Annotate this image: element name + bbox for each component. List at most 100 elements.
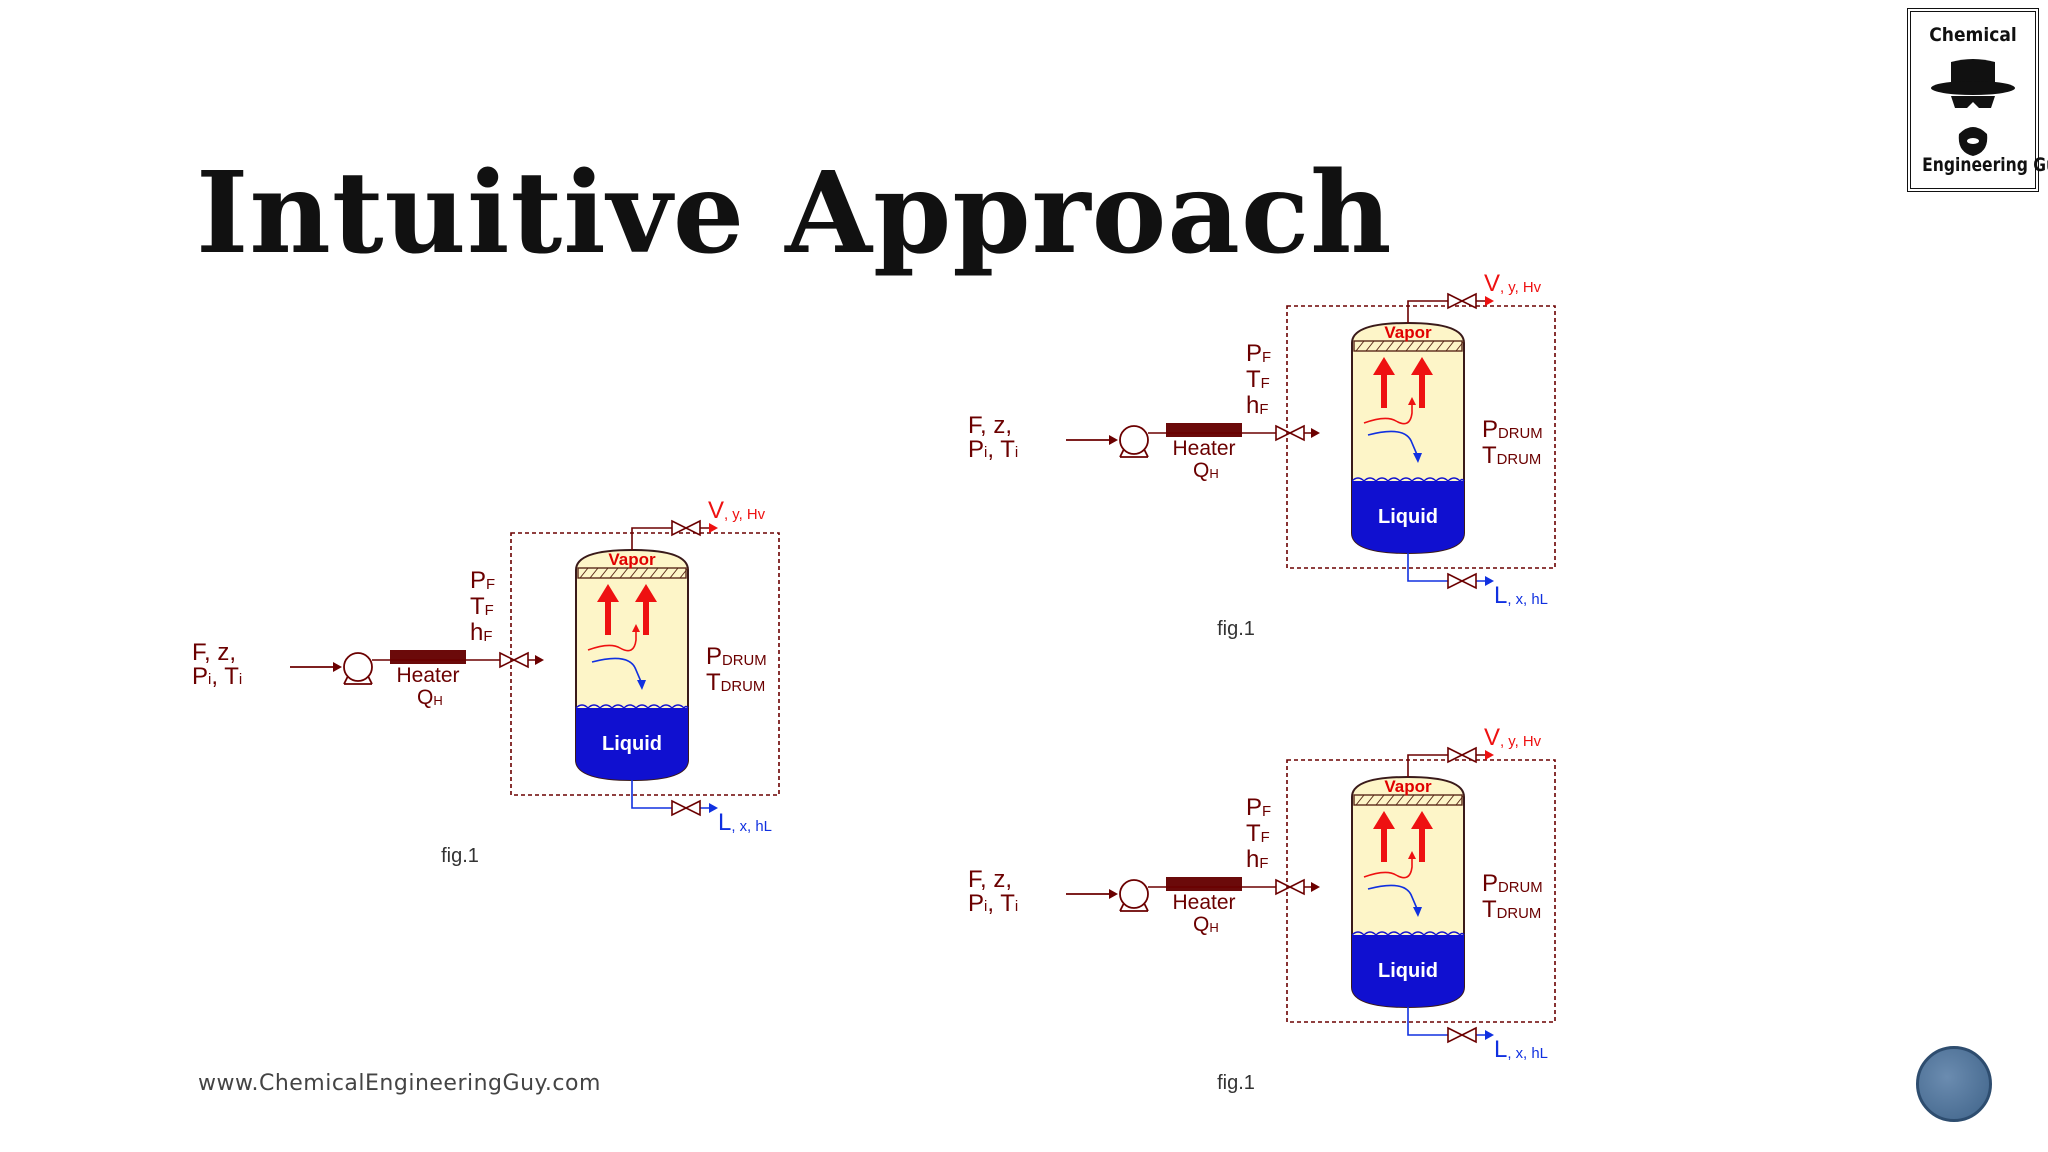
demister-hatch <box>1425 340 1435 352</box>
heater-label: Heater <box>1172 891 1235 914</box>
feed-label-line2: Pi, Ti <box>192 663 242 690</box>
vapor-swirl <box>1363 403 1413 425</box>
liquid-outlet-arrow <box>1485 576 1494 586</box>
liquid-outlet-label: L, x, hL <box>1494 1036 1548 1063</box>
liquid-surface <box>1351 931 1465 937</box>
liquid-region <box>576 708 688 780</box>
inlet-arrow <box>1311 428 1320 438</box>
demister-hatch <box>639 567 649 579</box>
demister-hatch <box>1445 794 1455 806</box>
liquid-label: Liquid <box>1378 960 1438 982</box>
heater-bar <box>1166 877 1242 891</box>
demister-hatch <box>1375 794 1385 806</box>
vapor-outlet-arrow <box>1485 296 1494 306</box>
vapor-rise-arrowhead <box>1373 357 1395 375</box>
vapor-outlet-arrow <box>709 523 718 533</box>
vapor-swirl <box>1363 857 1413 879</box>
demister-hatch <box>1395 340 1405 352</box>
vapor-rise-arrowhead <box>1411 357 1433 375</box>
liquid-valve-icon <box>671 799 701 817</box>
liquid-swirl-head <box>1413 907 1422 917</box>
brand-logo: Chemical Engineering Guy <box>1907 8 2048 192</box>
pf-label: PF <box>1246 340 1271 367</box>
liquid-label: Liquid <box>1378 506 1438 528</box>
p-drum-label: PDRUM <box>1482 870 1543 897</box>
feed-arrow <box>1109 435 1118 445</box>
vapor-valve-icon <box>1447 292 1477 310</box>
vapor-swirl-head <box>632 624 640 632</box>
demister-pad <box>1353 340 1463 352</box>
demister-hatch <box>1415 794 1425 806</box>
heat-duty-label: QH <box>417 686 443 709</box>
inlet-arrow <box>1311 882 1320 892</box>
feed-arrow <box>1109 889 1118 899</box>
tf-label: TF <box>1246 820 1270 847</box>
vapor-label: Vapor <box>1384 777 1432 796</box>
demister-pad <box>1353 794 1463 806</box>
liquid-swirl <box>1367 430 1419 458</box>
vapor-swirl-head <box>1408 397 1416 405</box>
logo-top-text: Chemical <box>1929 24 2017 46</box>
p-drum-label: PDRUM <box>706 643 767 670</box>
demister-hatch <box>679 567 689 579</box>
heater-bar <box>390 650 466 664</box>
demister-hatch <box>1405 340 1415 352</box>
vapor-valve-icon <box>1447 746 1477 764</box>
pump-base <box>343 675 373 685</box>
vapor-outlet-label: V, y, Hv <box>708 497 766 524</box>
slide-nav-button[interactable] <box>1916 1046 1992 1122</box>
vapor-swirl-head <box>1408 851 1416 859</box>
demister-hatch <box>599 567 609 579</box>
vapor-swirl <box>587 630 637 652</box>
pf-label: PF <box>1246 794 1271 821</box>
liquid-surface <box>1351 477 1465 483</box>
feed-label-line1: F, z, <box>192 639 236 666</box>
demister-hatch <box>1425 794 1435 806</box>
pump-base <box>1119 448 1149 458</box>
control-volume-box <box>510 532 780 796</box>
liquid-outlet-arrow <box>1485 1030 1494 1040</box>
demister-hatch <box>609 567 619 579</box>
demister-hatch <box>1445 340 1455 352</box>
vapor-outlet-label: V, y, Hv <box>1484 724 1542 751</box>
vapor-rise-arrowhead <box>635 584 657 602</box>
vapor-outlet-arrow <box>1485 750 1494 760</box>
demister-hatch <box>1355 340 1365 352</box>
demister-pad <box>577 567 687 579</box>
heater-label: Heater <box>396 664 459 687</box>
vapor-outlet-label: V, y, Hv <box>1484 270 1542 297</box>
heater-bar <box>1166 423 1242 437</box>
inlet-valve-icon <box>499 651 529 669</box>
liquid-surface <box>575 704 689 710</box>
inlet-valve-icon <box>1275 424 1305 442</box>
demister-hatch <box>1385 340 1395 352</box>
website-url: www.ChemicalEngineeringGuy.com <box>198 1071 601 1096</box>
heat-duty-label: QH <box>1193 459 1219 482</box>
demister-hatch <box>1385 794 1395 806</box>
demister-hatch <box>589 567 599 579</box>
feed-arrow <box>333 662 342 672</box>
demister-hatch <box>1435 340 1445 352</box>
hf-label: hF <box>1246 846 1268 873</box>
liquid-label: Liquid <box>602 733 662 755</box>
t-drum-label: TDRUM <box>1482 896 1541 923</box>
demister-hatch <box>669 567 679 579</box>
tf-label: TF <box>470 593 494 620</box>
demister-hatch <box>1395 794 1405 806</box>
demister-hatch <box>1355 794 1365 806</box>
demister-hatch <box>1455 794 1465 806</box>
vapor-valve-icon <box>671 519 701 537</box>
hf-label: hF <box>470 619 492 646</box>
liquid-outlet-label: L, x, hL <box>718 809 772 836</box>
liquid-region <box>1352 481 1464 553</box>
demister-hatch <box>1365 794 1375 806</box>
demister-hatch <box>1405 794 1415 806</box>
liquid-valve-icon <box>1447 572 1477 590</box>
liquid-swirl <box>1367 884 1419 912</box>
feed-label-line1: F, z, <box>968 866 1012 893</box>
